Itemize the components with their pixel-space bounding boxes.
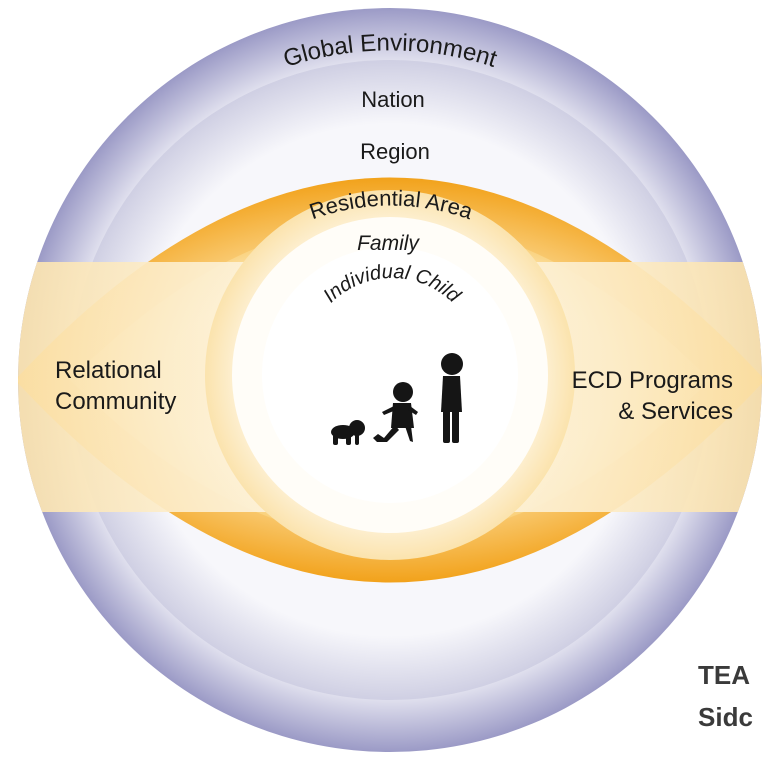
label-family: Family — [357, 232, 420, 255]
crawling-baby-icon — [331, 420, 365, 445]
label-ecd-programs-line-1: ECD Programs — [571, 367, 733, 394]
corner-text-line-1: TEA — [698, 660, 750, 690]
label-ecd-programs-line-2: & Services — [618, 398, 733, 425]
standing-child-icon — [441, 353, 463, 443]
label-ecd-programs-services: ECD Programs & Services — [572, 365, 733, 427]
label-region: Region — [360, 139, 430, 164]
ring-individual-child — [262, 247, 518, 503]
label-nation: Nation — [361, 87, 425, 112]
corner-text-line-2: Sidc — [698, 702, 753, 732]
label-relational-community-line-2: Community — [55, 388, 177, 415]
label-relational-community-line-1: Relational — [55, 357, 162, 384]
running-child-icon — [373, 382, 418, 442]
label-relational-community: Relational Community — [55, 355, 176, 417]
